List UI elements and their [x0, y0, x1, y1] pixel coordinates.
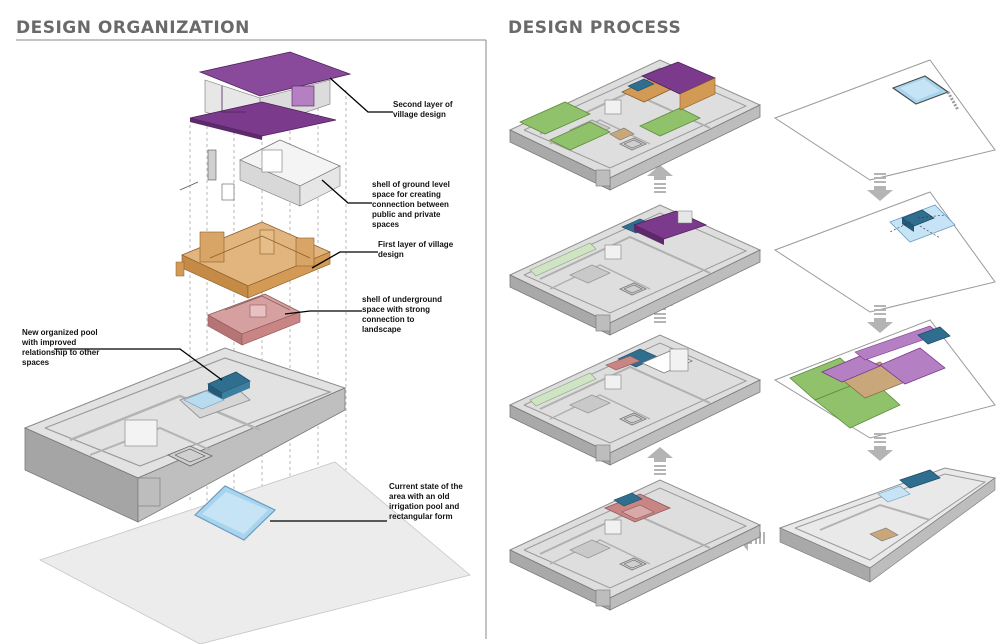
- leader-lines: [54, 77, 393, 522]
- process-left-column: [509, 59, 761, 611]
- step-landscape-base: [778, 467, 997, 583]
- annotation-ground-shell: shell of ground level space for creating…: [372, 180, 450, 229]
- first-layer-village: [175, 221, 332, 299]
- annotation-second-layer: Second layer of village design: [393, 100, 453, 119]
- annotation-underground-shell: shell of underground space with strong c…: [362, 295, 442, 334]
- underground-shell-layer: [207, 293, 301, 346]
- step-existing-pool: [773, 59, 996, 181]
- step-pool-block: [773, 191, 996, 313]
- step-with-first-purple: [509, 204, 761, 336]
- site-base-layer: [23, 347, 347, 523]
- step-zoning: [773, 319, 996, 439]
- ground-shell-layer: [179, 139, 341, 207]
- annotation-first-layer: First layer of village design: [378, 240, 454, 259]
- current-state-plane: [38, 461, 471, 644]
- design-process-title: DESIGN PROCESS: [508, 18, 682, 38]
- step-with-ground-shell: [509, 334, 761, 466]
- second-layer-village: [189, 51, 352, 140]
- annotation-new-pool: New organized pool with improved relatio…: [22, 328, 100, 367]
- process-right-column: [737, 59, 997, 583]
- step-base-with-pink: [509, 479, 761, 611]
- annotation-current-state: Current state of the area with an old ir…: [389, 482, 463, 521]
- design-organization-title: DESIGN ORGANIZATION: [16, 18, 250, 38]
- step-final-design: [509, 59, 761, 191]
